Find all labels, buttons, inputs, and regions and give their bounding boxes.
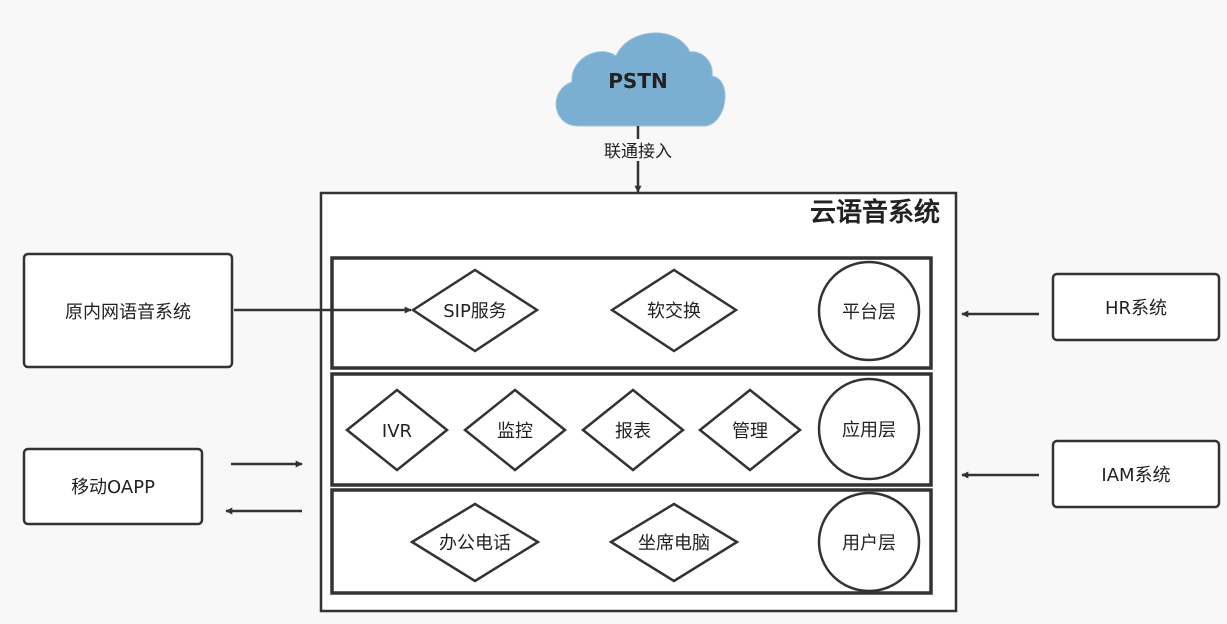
management-label: 管理: [732, 421, 768, 442]
user-layer-circle: [817, 491, 921, 593]
cloud-label: PSTN: [608, 69, 667, 93]
pstn-cloud: PSTN: [555, 32, 726, 127]
monitoring-label: 监控: [497, 421, 533, 442]
legacy-voice-system-label: 原内网语音系统: [65, 302, 191, 323]
ivr-diamond: [344, 388, 450, 472]
office-phone-diamond: [409, 502, 541, 583]
connection-label: 联通接入: [604, 142, 672, 162]
soft-switch-label: 软交换: [647, 301, 701, 322]
sip-service-label: SIP服务: [443, 301, 507, 322]
platform-layer-frame: [330, 256, 933, 370]
mobile-app-label: 移动OAPP: [71, 477, 155, 498]
mobile-app: 移动OAPP: [22, 447, 204, 526]
user-layer: 办公电话 坐席电脑 用户层: [409, 491, 921, 593]
office-phone-label: 办公电话: [439, 533, 511, 554]
ivr-label: IVR: [382, 421, 412, 442]
sip-service-diamond: [410, 268, 540, 353]
user-layer-label: 用户层: [842, 533, 896, 554]
agent-pc-label: 坐席电脑: [638, 533, 710, 554]
hr-system-box: [1051, 272, 1221, 342]
legacy-voice-system: 原内网语音系统: [22, 252, 234, 369]
iam-system: IAM系统: [1051, 439, 1221, 509]
application-layer-frame: [330, 372, 933, 487]
platform-layer-circle: [817, 260, 921, 362]
platform-layer-label: 平台层: [842, 302, 896, 323]
user-layer-frame: [330, 488, 933, 595]
hr-system-label: HR系统: [1105, 298, 1167, 319]
application-layer-circle: [817, 377, 921, 481]
platform-layer: SIP服务 软交换 平台层: [410, 260, 921, 362]
iam-system-box: [1051, 439, 1221, 509]
mobile-app-box: [22, 447, 204, 526]
management-diamond: [697, 388, 803, 472]
hr-system: HR系统: [1051, 272, 1221, 342]
monitoring-diamond: [462, 388, 568, 472]
application-layer-label: 应用层: [842, 420, 896, 441]
reports-label: 报表: [615, 421, 651, 442]
soft-switch-diamond: [609, 268, 739, 353]
iam-system-label: IAM系统: [1101, 465, 1170, 486]
agent-pc-diamond: [608, 502, 740, 583]
legacy-voice-system-box: [22, 252, 234, 369]
cloud-icon: [555, 32, 726, 127]
application-layer: IVR 监控 报表 管理 应用层: [344, 377, 921, 481]
reports-diamond: [580, 388, 686, 472]
connection-label-bg: [596, 139, 680, 161]
system-title: 云语音系统: [810, 197, 940, 228]
